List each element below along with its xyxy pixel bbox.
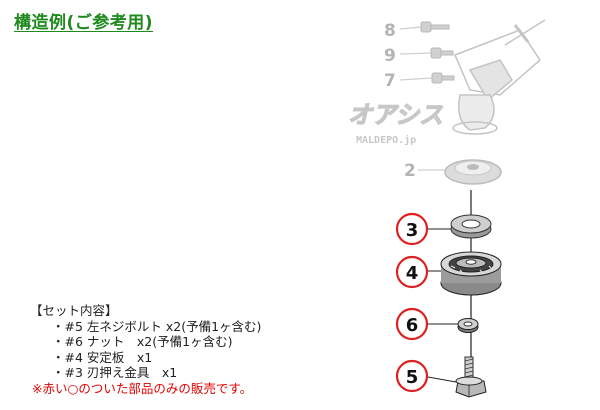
part-4-stabilizer-plate	[440, 251, 502, 296]
callout-9: 9	[384, 46, 396, 66]
parts-list-item: ・#4 安定板 x1	[52, 349, 153, 365]
part-6-nut	[457, 318, 479, 333]
parts-list-item: ・#6 ナット x2(予備1ヶ含む)	[52, 334, 233, 349]
parts-list-item: ・#3 刃押え金具 x1	[52, 365, 178, 380]
parts-list: 【セット内容】 ・#5 左ネジボルト x2(予備1ヶ含む) ・#6 ナット x2…	[30, 303, 330, 396]
part-5-bolt	[455, 356, 487, 398]
callout-6: 6	[406, 315, 419, 336]
red-leader-lines	[427, 228, 458, 383]
callout-8: 8	[384, 21, 396, 41]
callout-4: 4	[406, 263, 419, 284]
part-2-washer	[444, 159, 502, 185]
grey-leader-lines	[399, 26, 445, 171]
callout-3: 3	[406, 220, 419, 241]
red-callouts: 3 4 6 5	[395, 212, 429, 393]
parts-list-heading: 【セット内容】	[30, 303, 118, 318]
watermark: オアシス MALDEPO.jp	[347, 100, 443, 146]
sales-note: ※赤い○のついた部品のみの販売です。	[32, 380, 253, 396]
callout-7: 7	[384, 71, 396, 91]
callout-2: 2	[404, 161, 416, 181]
parts-list-item: ・#5 左ネジボルト x2(予備1ヶ含む)	[52, 318, 262, 334]
callout-5: 5	[406, 367, 419, 388]
page-title: 構造例(ご参考用)	[14, 13, 154, 33]
part-3-clamp	[450, 214, 492, 239]
watermark-brand: オアシス	[348, 101, 443, 129]
watermark-site: MALDEPO.jp	[356, 134, 416, 146]
grey-bolts	[420, 21, 455, 84]
gear-head-assembly	[452, 19, 546, 135]
